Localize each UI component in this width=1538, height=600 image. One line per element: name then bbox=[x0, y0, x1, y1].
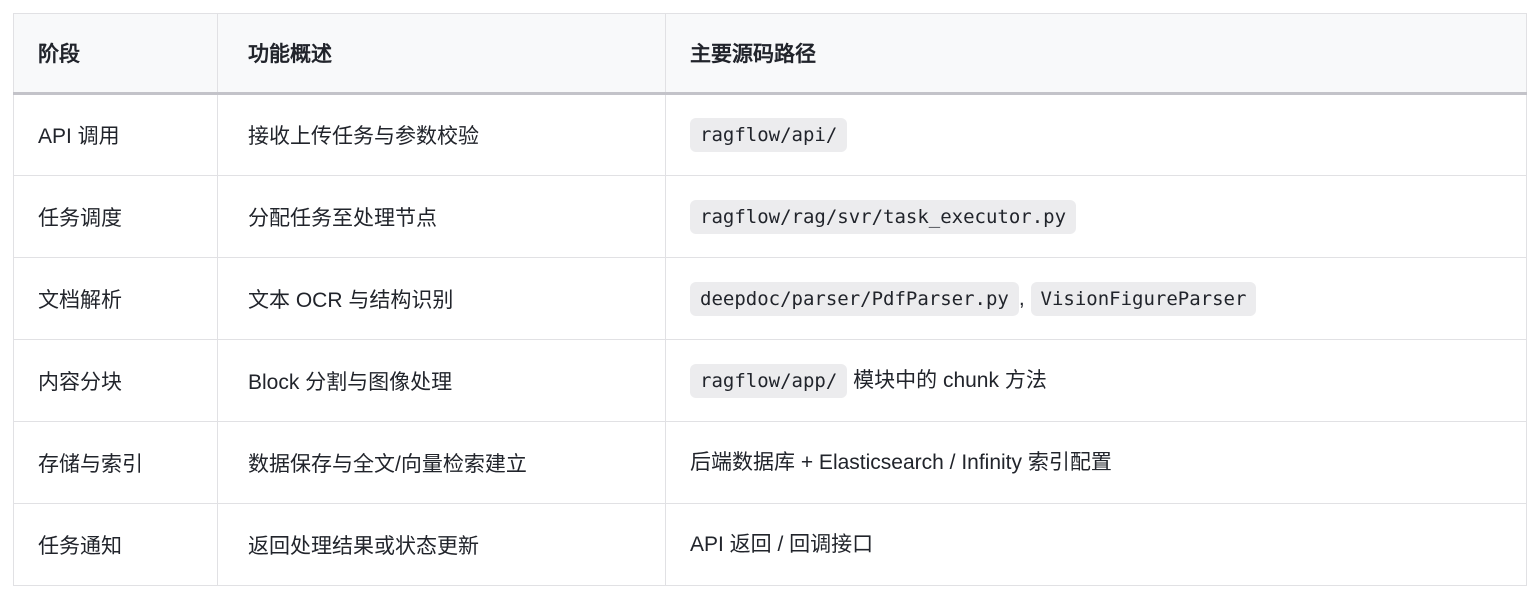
source-path-cell: ragflow/rag/svr/task_executor.py bbox=[665, 175, 1527, 258]
source-path-cell: deepdoc/parser/PdfParser.py, VisionFigur… bbox=[665, 257, 1527, 340]
code-pill: ragflow/app/ bbox=[690, 363, 848, 398]
table-body: API 调用接收上传任务与参数校验 ragflow/api/任务调度分配任务至处理… bbox=[13, 93, 1527, 586]
source-path-cell: ragflow/app/ 模块中的 chunk 方法 bbox=[665, 339, 1527, 422]
source-path-cell: ragflow/api/ bbox=[665, 93, 1527, 176]
stage-cell: 内容分块 bbox=[13, 339, 218, 422]
source-path-cell: API 返回 / 回调接口 bbox=[665, 503, 1527, 586]
table-row: 任务调度分配任务至处理节点 ragflow/rag/svr/task_execut… bbox=[13, 175, 1527, 258]
summary-cell: 分配任务至处理节点 bbox=[217, 175, 666, 258]
summary-cell: Block 分割与图像处理 bbox=[217, 339, 666, 422]
code-pill: deepdoc/parser/PdfParser.py bbox=[690, 281, 1019, 316]
table-row: API 调用接收上传任务与参数校验 ragflow/api/ bbox=[13, 93, 1527, 176]
code-pill: ragflow/api/ bbox=[690, 118, 848, 152]
table-header: 阶段 功能概述 主要源码路径 bbox=[13, 13, 1527, 95]
stage-cell: 任务调度 bbox=[13, 175, 218, 258]
column-header-stage: 阶段 bbox=[13, 13, 218, 95]
code-pill: VisionFigureParser bbox=[1030, 281, 1257, 316]
pipeline-stages-table: 阶段 功能概述 主要源码路径 API 调用接收上传任务与参数校验 ragflow/… bbox=[13, 13, 1527, 586]
path-text: , bbox=[1018, 286, 1031, 310]
source-path-cell: 后端数据库 + Elasticsearch / Infinity 索引配置 bbox=[665, 421, 1527, 504]
stage-cell: 文档解析 bbox=[13, 257, 218, 340]
stage-cell: API 调用 bbox=[13, 93, 218, 176]
stage-cell: 任务通知 bbox=[13, 503, 218, 586]
summary-cell: 返回处理结果或状态更新 bbox=[217, 503, 666, 586]
summary-cell: 文本 OCR 与结构识别 bbox=[217, 257, 666, 340]
path-text: 模块中的 chunk 方法 bbox=[847, 368, 1047, 392]
summary-cell: 接收上传任务与参数校验 bbox=[217, 93, 666, 176]
path-text: 后端数据库 + Elasticsearch / Infinity 索引配置 bbox=[690, 450, 1112, 474]
column-header-summary: 功能概述 bbox=[217, 13, 666, 95]
stages-table: 阶段 功能概述 主要源码路径 API 调用接收上传任务与参数校验 ragflow/… bbox=[13, 13, 1527, 586]
summary-cell: 数据保存与全文/向量检索建立 bbox=[217, 421, 666, 504]
table-row: 任务通知返回处理结果或状态更新 API 返回 / 回调接口 bbox=[13, 503, 1527, 586]
path-text: API 返回 / 回调接口 bbox=[690, 532, 874, 556]
stage-cell: 存储与索引 bbox=[13, 421, 218, 504]
column-header-source-path: 主要源码路径 bbox=[665, 13, 1527, 95]
code-pill: ragflow/rag/svr/task_executor.py bbox=[690, 199, 1077, 234]
header-row: 阶段 功能概述 主要源码路径 bbox=[13, 13, 1527, 95]
table-row: 存储与索引数据保存与全文/向量检索建立后端数据库 + Elasticsearch… bbox=[13, 421, 1527, 504]
